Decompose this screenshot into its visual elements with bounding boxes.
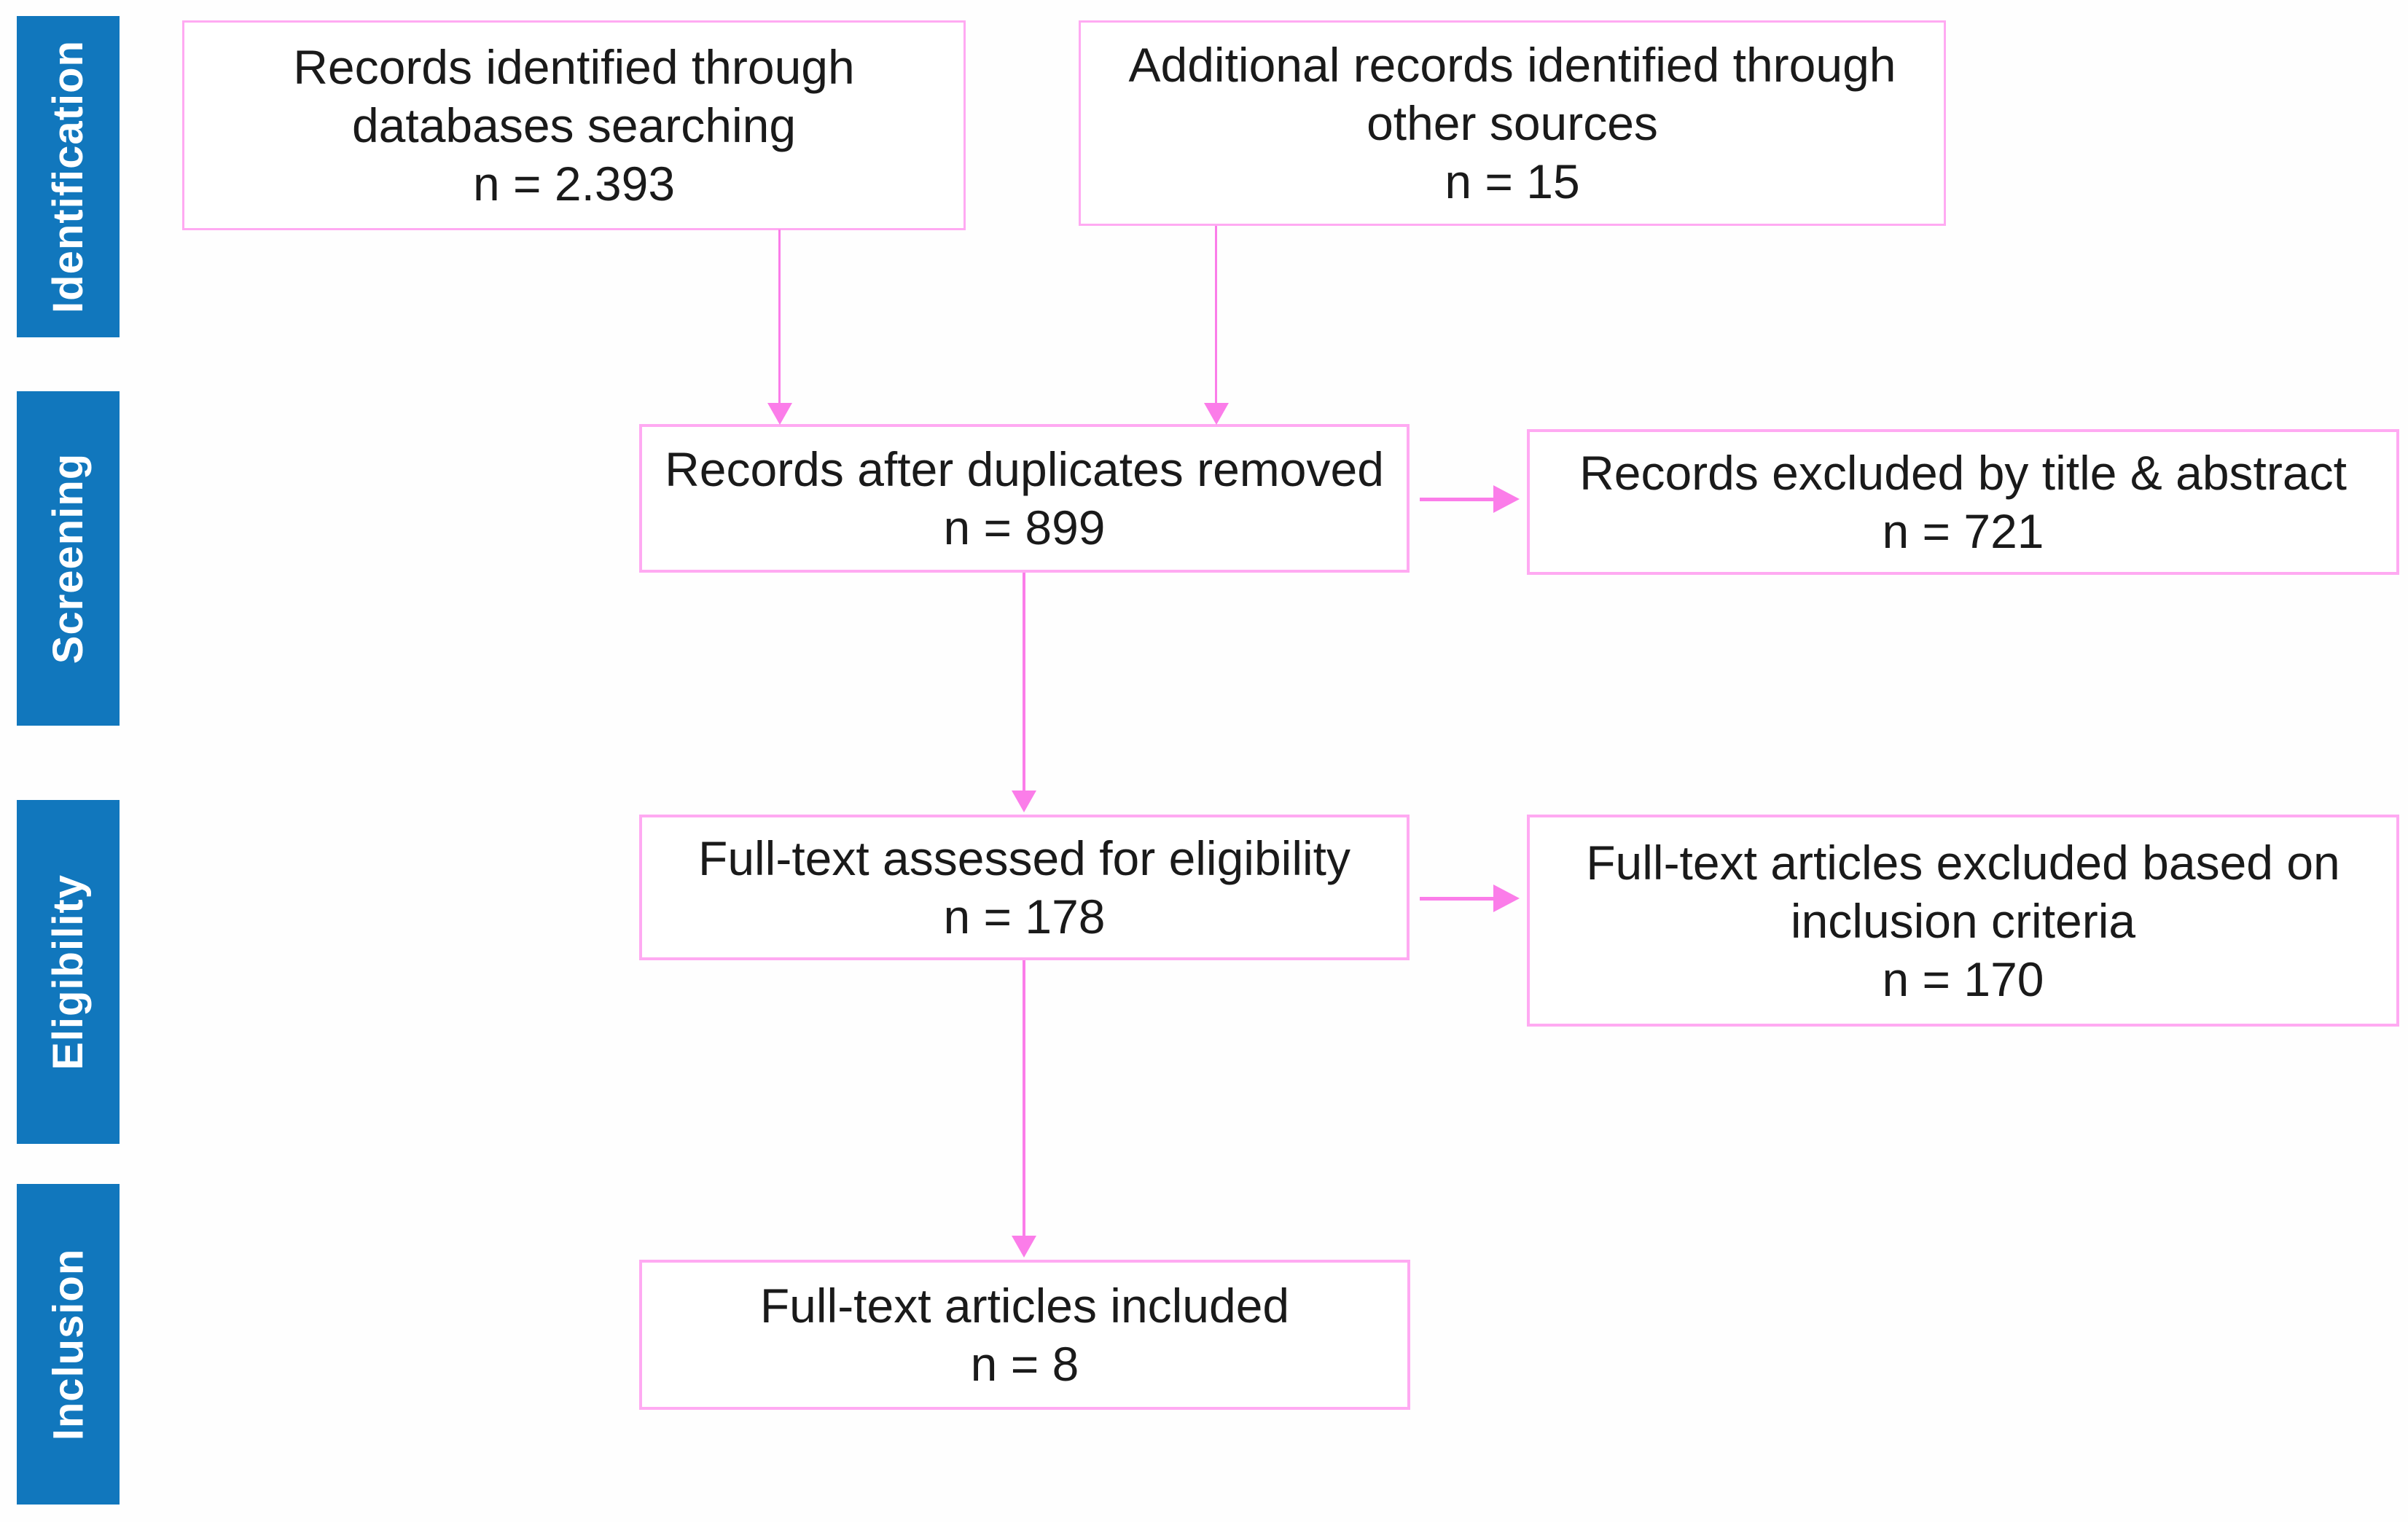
arrow-assessed-to-excluded-head-icon [1493, 884, 1520, 912]
box-duplicates-removed-count: n = 899 [943, 501, 1106, 554]
box-additional-records-count: n = 15 [1445, 154, 1580, 208]
arrow-duplicates-to-assessed-head-icon [1012, 791, 1036, 812]
box-records-identified-count: n = 2.393 [472, 157, 676, 211]
box-fulltext-excluded-count: n = 170 [1882, 952, 2044, 1006]
arrow-identified-to-duplicates-head-icon [767, 403, 792, 425]
arrow-assessed-to-included-line [1023, 960, 1025, 1237]
arrow-assessed-to-excluded-line [1420, 897, 1494, 901]
box-fulltext-excluded-line2: inclusion criteria [1790, 893, 2136, 948]
box-records-identified: Records identified through databases sea… [182, 20, 966, 230]
box-fulltext-included-line1: Full-text articles included [759, 1279, 1290, 1333]
box-fulltext-assessed-line1: Full-text assessed for eligibility [698, 831, 1350, 885]
stage-eligibility: Eligibility [17, 800, 120, 1144]
stage-eligibility-label: Eligibility [44, 874, 92, 1070]
stage-inclusion: Inclusion [17, 1184, 120, 1505]
stage-inclusion-label: Inclusion [44, 1248, 93, 1440]
box-additional-records: Additional records identified through ot… [1079, 20, 1946, 226]
stage-identification-label: Identification [44, 40, 93, 313]
box-fulltext-assessed-count: n = 178 [943, 890, 1106, 944]
box-fulltext-included: Full-text articles included n = 8 [639, 1260, 1410, 1410]
box-duplicates-removed-line1: Records after duplicates removed [665, 442, 1384, 496]
box-excluded-title-abstract-count: n = 721 [1882, 504, 2044, 558]
arrow-additional-to-duplicates-head-icon [1204, 403, 1229, 425]
box-fulltext-excluded-line1: Full-text articles excluded based on [1586, 835, 2340, 890]
stage-identification: Identification [17, 16, 120, 337]
box-additional-records-line2: other sources [1367, 96, 1658, 150]
box-records-identified-line2: databases searching [351, 98, 797, 152]
box-excluded-title-abstract: Records excluded by title & abstract n =… [1527, 429, 2399, 575]
arrow-identified-to-duplicates-line [778, 230, 781, 405]
box-fulltext-excluded: Full-text articles excluded based on inc… [1527, 815, 2399, 1027]
box-fulltext-included-count: n = 8 [970, 1337, 1079, 1391]
box-additional-records-line1: Additional records identified through [1128, 38, 1896, 92]
box-records-identified-line1: Records identified through [293, 40, 855, 94]
arrow-duplicates-to-assessed-line [1023, 573, 1025, 791]
box-excluded-title-abstract-line1: Records excluded by title & abstract [1579, 446, 2347, 500]
arrow-additional-to-duplicates-line [1215, 226, 1217, 405]
arrow-duplicates-to-excluded-line [1420, 498, 1494, 501]
box-duplicates-removed: Records after duplicates removed n = 899 [639, 424, 1410, 573]
stage-screening: Screening [17, 391, 120, 726]
box-fulltext-assessed: Full-text assessed for eligibility n = 1… [639, 815, 1410, 960]
arrow-assessed-to-included-head-icon [1012, 1236, 1036, 1258]
arrow-duplicates-to-excluded-head-icon [1493, 485, 1520, 513]
stage-screening-label: Screening [44, 452, 92, 664]
